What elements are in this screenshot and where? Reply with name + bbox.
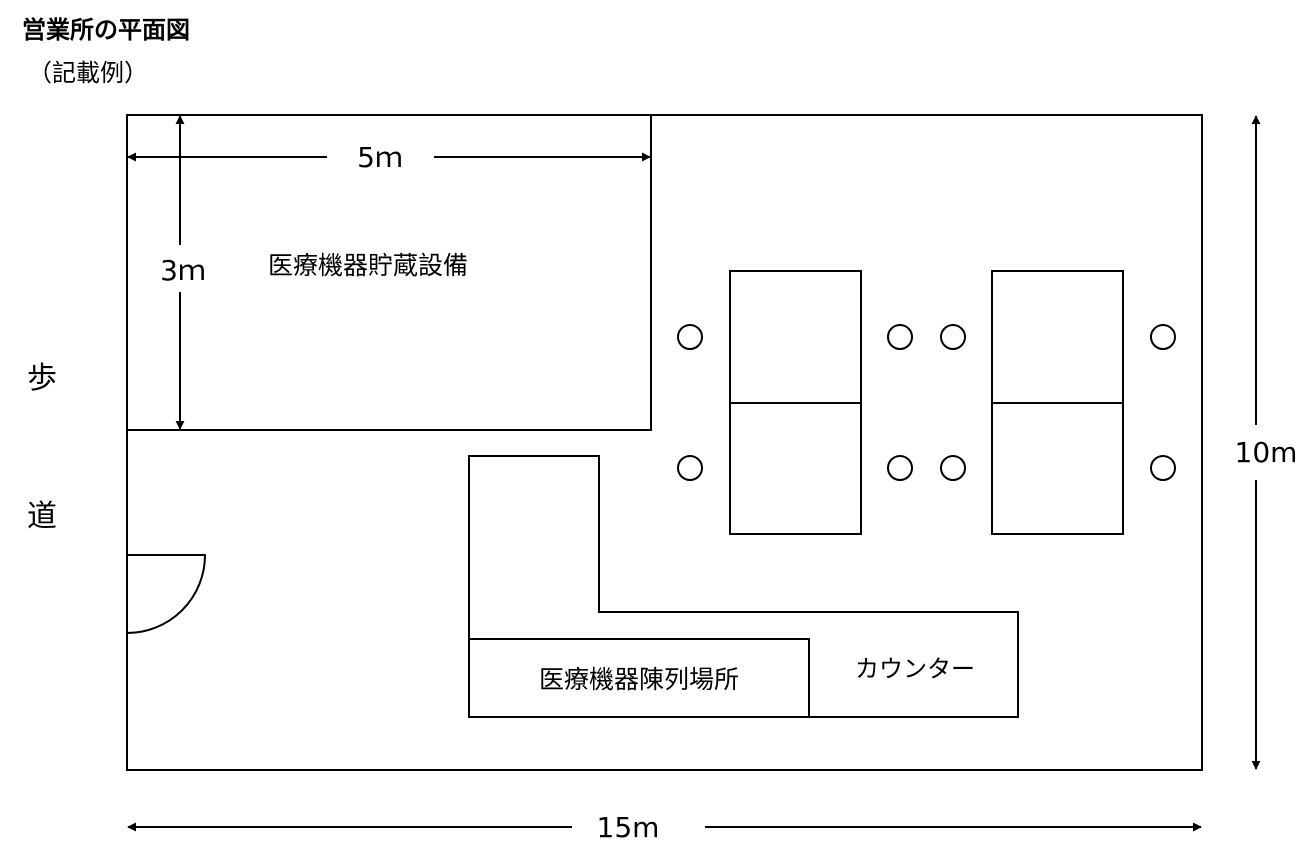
chair (677, 324, 703, 350)
chair (940, 455, 966, 481)
counter-label: カウンター (855, 655, 975, 683)
storage-label: 医療機器貯蔵設備 (268, 251, 468, 280)
display-area (468, 638, 810, 718)
chair (1150, 324, 1176, 350)
storage-depth-label: 3ｍ (160, 254, 206, 287)
chair (677, 455, 703, 481)
chair (1150, 455, 1176, 481)
diagram-title: 営業所の平面図 (22, 16, 190, 44)
chair (940, 324, 966, 350)
diagram-subtitle: （記載例） (28, 59, 148, 87)
chair (887, 324, 913, 350)
storage-width-label: 5ｍ (357, 141, 403, 174)
storage-area (126, 114, 652, 431)
entrance-door (126, 554, 207, 634)
display-area-label: 医療機器陳列場所 (539, 665, 739, 694)
room-depth-label: 10m (1235, 436, 1298, 469)
room-width-label: 15m (597, 811, 660, 844)
room-outline (126, 114, 1203, 771)
sidewalk-label-1: 歩 (27, 361, 57, 396)
chair (887, 455, 913, 481)
sidewalk-label-2: 道 (27, 499, 57, 534)
